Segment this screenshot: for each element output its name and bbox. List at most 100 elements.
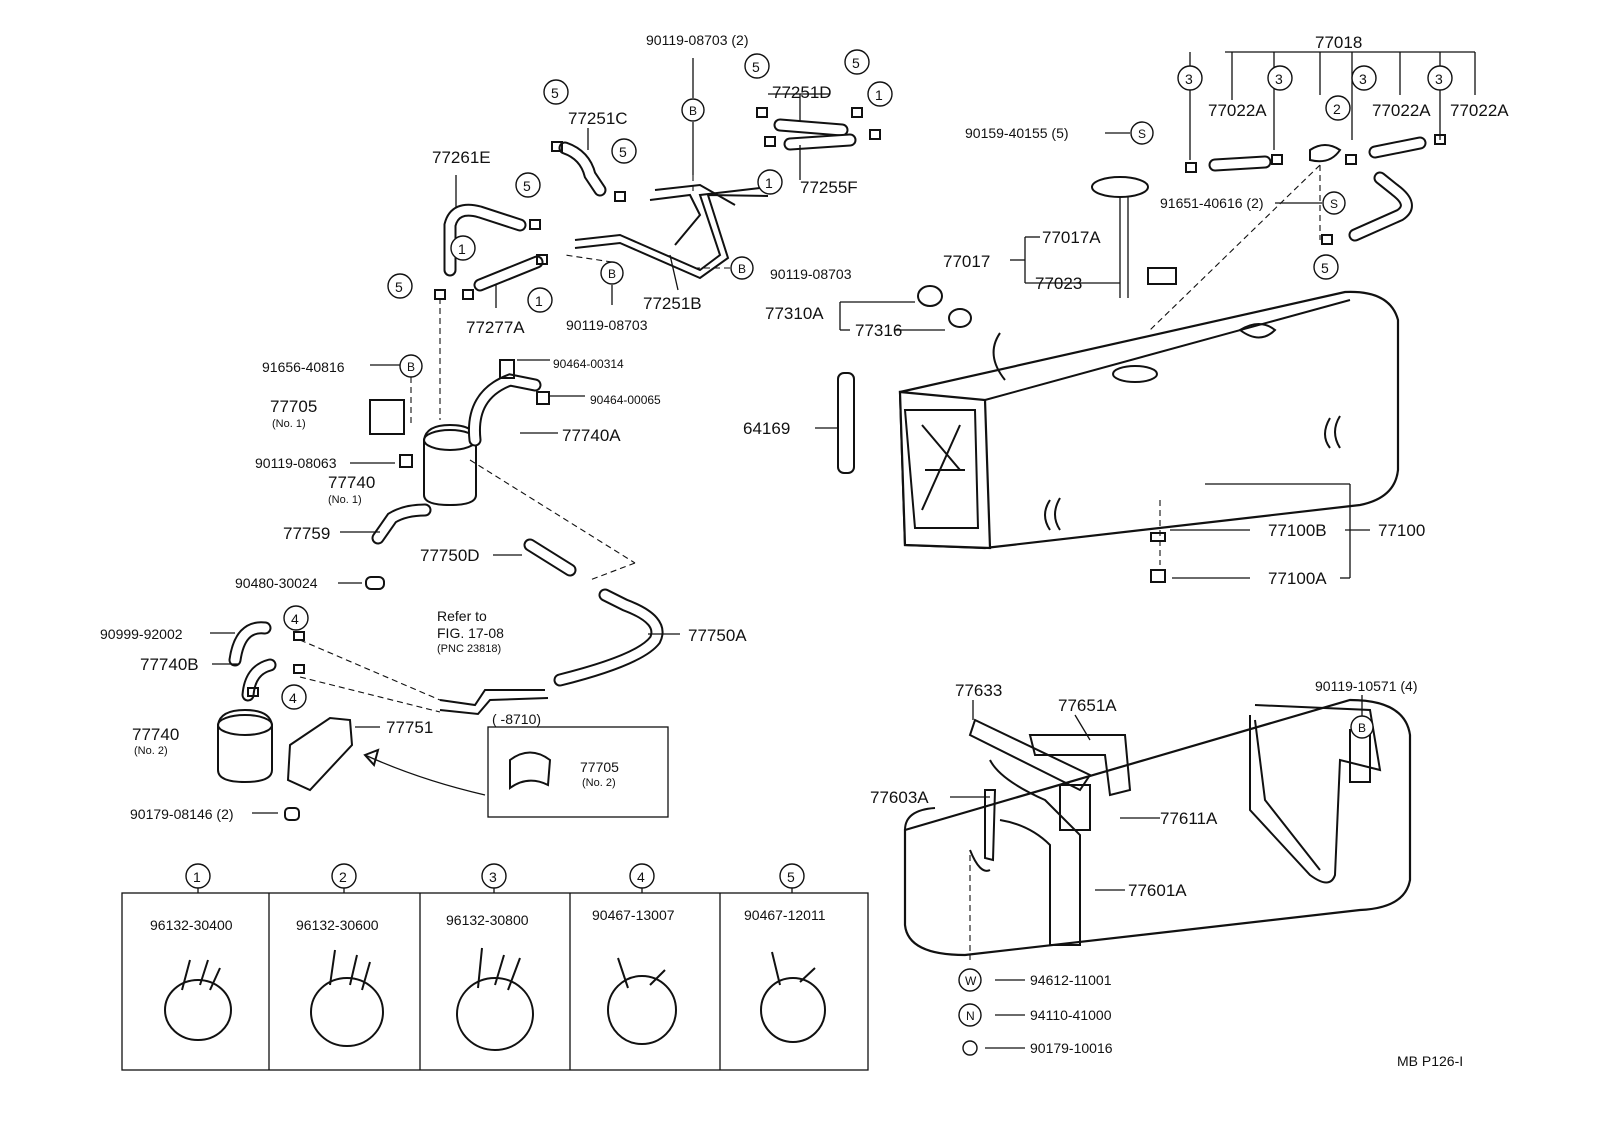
callouts: 1 2 3 4 5 B B B B B S S W N 5 5 5 5 5 5 … <box>185 49 1453 1027</box>
label-77100B: 77100B <box>1268 521 1327 540</box>
callout-5-g: 5 <box>1321 260 1329 276</box>
label-90159-40155: 90159-40155 (5) <box>965 125 1069 141</box>
callout-2-a: 2 <box>1333 101 1341 117</box>
callout-1-a: 1 <box>875 87 883 103</box>
label-77740-no2: 77740 <box>132 725 179 744</box>
label-77705-no1: (No. 1) <box>272 418 306 430</box>
callout-3-a: 3 <box>1185 71 1193 87</box>
callout-b-2: B <box>738 262 746 276</box>
clip-markers <box>247 107 1446 821</box>
callout-5-c: 5 <box>551 85 559 101</box>
label-91651-40616: 91651-40616 (2) <box>1160 195 1264 211</box>
label-77633: 77633 <box>955 681 1002 700</box>
label-fig-17-08: FIG. 17-08 <box>437 625 504 641</box>
callout-b-4: B <box>407 360 415 374</box>
callout-5-b: 5 <box>852 55 860 71</box>
label-90119-08703-2: 90119-08703 (2) <box>646 32 748 48</box>
label-77100A: 77100A <box>1268 569 1327 588</box>
label-77023: 77023 <box>1035 274 1082 293</box>
fuel-tank <box>898 290 1400 550</box>
label-refer-to: Refer to <box>437 608 487 624</box>
callout-w: W <box>965 974 977 988</box>
fuel-lines <box>443 118 857 292</box>
leader-lines <box>210 51 1476 1049</box>
legend-part-4: 90467-13007 <box>592 907 675 923</box>
label-90119-08703-b: 90119-08703 <box>566 317 648 333</box>
label-77750A: 77750A <box>688 626 747 645</box>
inset-box <box>363 726 669 818</box>
label-77651A: 77651A <box>1058 696 1117 715</box>
legend-part-3: 96132-30800 <box>446 912 529 928</box>
label-77251C: 77251C <box>568 109 628 128</box>
callout-b-1: B <box>689 104 697 118</box>
label-90464-00065: 90464-00065 <box>590 393 661 407</box>
label-77751: 77751 <box>386 718 433 737</box>
label-77705-no2: 77705 <box>580 759 619 775</box>
callout-b-5: B <box>1358 721 1366 735</box>
label-77277A: 77277A <box>466 318 525 337</box>
footer-code: MB P126-I <box>1397 1053 1463 1069</box>
label-77740-no1-sub: (No. 1) <box>328 494 362 506</box>
label-77022A-3: 77022A <box>1450 101 1509 120</box>
callout-4-b: 4 <box>289 690 297 706</box>
label-90480-30024: 90480-30024 <box>235 575 318 591</box>
label-91656-40816: 91656-40816 <box>262 359 345 375</box>
legend-part-1: 96132-30400 <box>150 917 233 933</box>
label-77255F: 77255F <box>800 178 858 197</box>
callout-5-e: 5 <box>523 178 531 194</box>
label-77310A: 77310A <box>765 304 824 323</box>
callout-s-2: S <box>1330 197 1338 211</box>
label-77603A: 77603A <box>870 788 929 807</box>
fuel-sender-gauge <box>1091 176 1277 339</box>
label-pnc: (PNC 23818) <box>437 643 501 655</box>
fuel-filter-no2 <box>217 708 354 792</box>
label-77705: 77705 <box>270 397 317 416</box>
label-8710: ( -8710) <box>492 711 541 727</box>
callout-5-d: 5 <box>619 144 627 160</box>
label-77611A: 77611A <box>1160 809 1218 828</box>
label-77316: 77316 <box>855 321 902 340</box>
legend-part-2: 96132-30600 <box>296 917 379 933</box>
callout-5-a: 5 <box>752 59 760 75</box>
vent-hoses <box>1208 136 1427 242</box>
callout-s-1: S <box>1138 127 1146 141</box>
label-90179-08146: 90179-08146 (2) <box>130 806 234 822</box>
callout-b-3: B <box>608 267 616 281</box>
label-77018: 77018 <box>1315 33 1362 52</box>
label-90119-08703-a: 90119-08703 <box>770 266 852 282</box>
callout-1-c: 1 <box>458 241 466 257</box>
label-77017A: 77017A <box>1042 228 1101 247</box>
tank-straps-assembly <box>903 698 1412 1056</box>
legend-num-1: 1 <box>193 869 201 885</box>
label-94612-11001: 94612-11001 <box>1030 972 1112 988</box>
label-77740-no2-sub: (No. 2) <box>134 745 168 757</box>
clamp-legend-grid <box>121 888 869 1071</box>
label-77740-no1: 77740 <box>328 473 375 492</box>
label-77750D: 77750D <box>420 546 480 565</box>
label-90119-10571: 90119-10571 (4) <box>1315 678 1417 694</box>
label-77017: 77017 <box>943 252 990 271</box>
grommets <box>917 285 972 328</box>
label-77601A: 77601A <box>1128 881 1187 900</box>
legend-part-5: 90467-12011 <box>744 907 826 923</box>
label-77740A: 77740A <box>562 426 621 445</box>
label-77740B: 77740B <box>140 655 199 674</box>
callout-4-a: 4 <box>291 611 299 627</box>
label-77759: 77759 <box>283 524 330 543</box>
label-77251D: 77251D <box>772 83 832 102</box>
label-77100: 77100 <box>1378 521 1425 540</box>
callout-1-b: 1 <box>765 175 773 191</box>
legend-num-2: 2 <box>339 869 347 885</box>
labels: 90119-08703 (2) 77251D 77251C 77261E 772… <box>100 32 1509 1069</box>
label-77705-no2-sub: (No. 2) <box>582 777 616 789</box>
fuel-filter-no1 <box>369 373 542 545</box>
label-77261E: 77261E <box>432 148 491 167</box>
callout-5-f: 5 <box>395 279 403 295</box>
label-90179-10016: 90179-10016 <box>1030 1040 1113 1056</box>
legend-num-4: 4 <box>637 869 645 885</box>
label-90119-08063: 90119-08063 <box>255 455 337 471</box>
label-90999-92002: 90999-92002 <box>100 626 183 642</box>
label-90464-00314: 90464-00314 <box>553 357 624 371</box>
